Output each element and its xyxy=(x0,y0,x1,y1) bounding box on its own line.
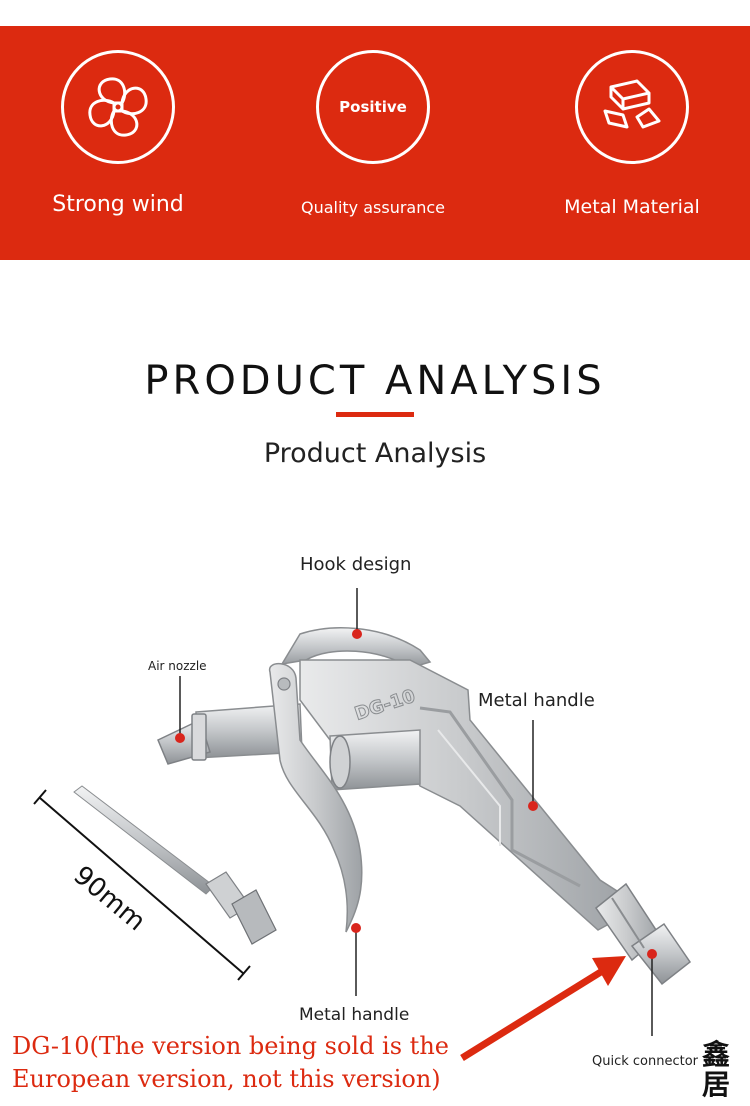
feature-quality-assurance: Positive Quality assurance xyxy=(253,26,493,260)
air-gun-body xyxy=(157,627,692,986)
version-caption: DG-10(The version being sold is the Euro… xyxy=(12,1032,449,1093)
metal-bars-icon xyxy=(575,50,689,164)
dimension-label: 90mm xyxy=(68,860,151,937)
feature-label: Strong wind xyxy=(52,192,184,217)
feature-metal-material: Metal Material xyxy=(512,26,750,260)
section-subtitle: Product Analysis xyxy=(263,438,487,469)
fan-icon xyxy=(61,50,175,164)
marker-dot xyxy=(175,733,185,743)
brand-logo: 鑫居 xyxy=(701,1038,730,1101)
pointer-arrow xyxy=(460,956,626,1061)
extension-nozzle xyxy=(73,785,277,945)
feature-label: Quality assurance xyxy=(300,198,446,217)
label-hook-design: Hook design xyxy=(300,554,412,575)
marker-dot xyxy=(352,629,362,639)
label-metal-handle-bottom: Metal handle xyxy=(299,1005,410,1025)
feature-label: Metal Material xyxy=(564,196,700,218)
marker-dot xyxy=(351,923,361,933)
badge-icon: Positive xyxy=(316,50,430,164)
label-air-nozzle: Air nozzle xyxy=(148,659,207,673)
feature-strong-wind: Strong wind xyxy=(0,26,238,260)
label-quick-connector: Quick connector xyxy=(592,1054,699,1069)
section-title: PRODUCT ANALYSIS xyxy=(144,358,606,404)
marker-dot xyxy=(528,801,538,811)
title-underline xyxy=(336,412,414,417)
feature-banner: Strong wind Positive Quality assurance M… xyxy=(0,26,750,260)
dimension-bracket xyxy=(33,789,251,981)
ring-text: Positive xyxy=(339,98,407,116)
marker-dot xyxy=(647,949,657,959)
label-metal-handle-top: Metal handle xyxy=(478,690,595,711)
